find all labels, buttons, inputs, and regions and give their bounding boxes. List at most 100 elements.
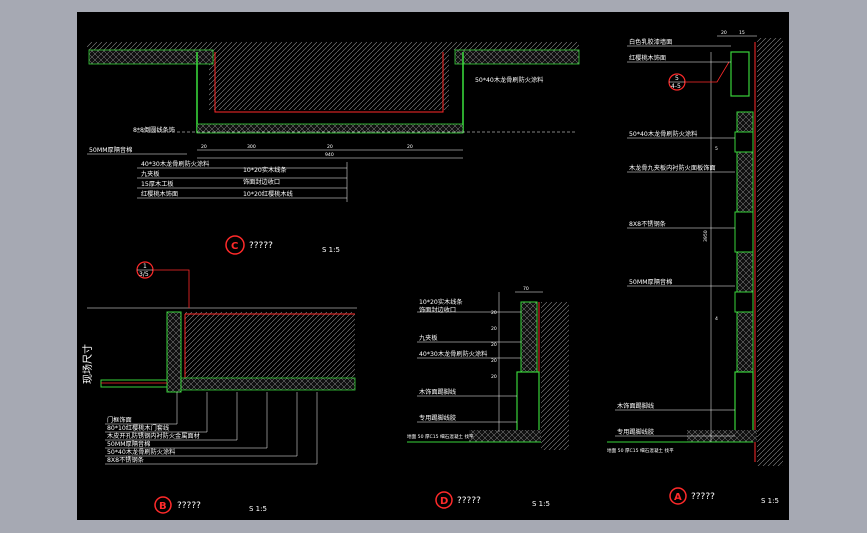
a-label-7: 专用踢脚线胶 [617, 428, 654, 436]
b-ref-leader [153, 269, 190, 308]
b-frame-post [166, 311, 182, 393]
b-marker-circle [154, 496, 172, 514]
b-label-5: 8X8不锈钢条 [107, 456, 144, 464]
c-board-right [454, 49, 580, 65]
a-label-6: 木饰面踢脚线 [617, 402, 654, 410]
detail-b: 现场尺寸 1 3/5 门框饰面 80*10红樱桃木门套线 木皮开孔防锈钢内衬防火… [81, 261, 357, 514]
a-ref-num: 5 [675, 75, 679, 82]
c-upper-wall [87, 42, 579, 50]
b-label-1: 80*10红樱桃木门套线 [107, 424, 169, 432]
c-left-label-3: 15厚木工板 [141, 180, 174, 188]
svg-text:20: 20 [491, 310, 497, 316]
a-label-2: 50*40木龙骨刷防火涂料 [629, 130, 697, 138]
a-marker-letter: A [674, 492, 682, 503]
c-board-left [88, 49, 214, 65]
a-leaders [615, 45, 735, 437]
d-floor-note: 地面 50 厚C15 细石混凝土 找平 [407, 433, 474, 440]
svg-text:20: 20 [327, 144, 333, 150]
cad-drawing: 50*40木龙骨刷防火涂料 8*8倒圆线条饰 20 300 20 20 940 … [81, 30, 783, 514]
a-label-5: 50MM厚隔音棉 [629, 278, 672, 286]
b-board [176, 377, 356, 391]
svg-text:3950: 3950 [703, 230, 709, 242]
c-label-mid: 8*8倒圆线条饰 [133, 126, 175, 134]
svg-text:15: 15 [739, 30, 745, 36]
d-scale: S 1:5 [532, 500, 550, 508]
svg-text:940: 940 [325, 152, 334, 158]
b-label-4: 50*40木龙骨刷防火涂料 [107, 448, 175, 456]
d-label-0: 10*20实木线条 [419, 298, 463, 306]
drawing-sheet: 50*40木龙骨刷防火涂料 8*8倒圆线条饰 20 300 20 20 940 … [77, 12, 789, 520]
a-marker-circle [669, 487, 687, 505]
c-left-label-4: 红樱桃木饰面 [141, 190, 178, 198]
svg-text:20: 20 [491, 374, 497, 380]
d-marker-circle [435, 491, 453, 509]
b-label-2: 木皮开孔防锈钢内衬防火金属面材 [107, 432, 200, 440]
b-wall-red [184, 313, 355, 382]
svg-text:70: 70 [523, 286, 529, 292]
d-wall-mass [541, 302, 569, 450]
a-top-trim [730, 51, 750, 97]
b-scale: S 1:5 [249, 505, 267, 513]
c-marker-circle [225, 235, 245, 255]
a-label-4: 8X8不锈钢条 [629, 220, 666, 228]
b-label-3: 50MM厚隔音棉 [107, 440, 150, 448]
d-label-2: 九夹板 [419, 334, 438, 342]
svg-text:20: 20 [201, 144, 207, 150]
detail-c: 50*40木龙骨刷防火涂料 8*8倒圆线条饰 20 300 20 20 940 … [87, 42, 580, 255]
detail-a: 20 15 3950 5 4 5 4-5 白色乳胶漆墙面 红樱桃木饰面 50*4… [607, 30, 783, 505]
c-left-label-2: 九夹板 [141, 170, 160, 178]
b-ref-num: 1 [143, 263, 147, 270]
svg-text:20: 20 [407, 144, 413, 150]
b-door-left [100, 379, 168, 388]
a-floor-note: 地面 50 厚C15 细石混凝土 找平 [607, 447, 674, 454]
d-label-5: 专用踢脚线胶 [419, 414, 456, 422]
detail-d: 70 20 20 20 20 20 10*20实木线条 饰面封边收口 九夹板 4… [407, 286, 569, 509]
a-label-0: 白色乳胶漆墙面 [629, 38, 672, 46]
d-title: ????? [457, 496, 481, 506]
svg-text:20: 20 [491, 358, 497, 364]
c-title: ????? [249, 241, 273, 251]
a-skirting [734, 371, 754, 435]
a-batten-3 [734, 291, 754, 313]
d-skirting [516, 371, 540, 435]
d-label-4: 木饰面踢脚线 [419, 388, 456, 396]
c-right-label-2: 10*20红樱桃木线 [243, 190, 293, 198]
a-ref-den: 4-5 [671, 83, 681, 90]
a-batten-2 [734, 211, 754, 253]
d-floor [469, 430, 541, 442]
a-label-1: 红樱桃木饰面 [629, 54, 666, 62]
svg-text:300: 300 [247, 144, 256, 150]
c-left-label-0: 50MM厚隔音棉 [89, 146, 132, 154]
c-label-tl: 50*40木龙骨刷防火涂料 [475, 76, 543, 84]
c-niche-bottom-band [196, 123, 464, 134]
a-wall-mass [757, 38, 783, 466]
b-leaders [105, 392, 318, 465]
c-niche-red [214, 52, 444, 113]
b-site-dim: 现场尺寸 [81, 344, 94, 384]
b-ref-den: 3/5 [139, 271, 149, 278]
b-label-0: 门框饰面 [107, 416, 132, 424]
d-label-3: 40*30木龙骨刷防火涂料 [419, 350, 487, 358]
c-wall-mass [209, 42, 449, 110]
d-label-1: 饰面封边收口 [419, 306, 456, 314]
c-left-label-1: 40*30木龙骨刷防火涂料 [141, 160, 209, 168]
a-ref-leader [685, 61, 730, 83]
c-right-label-1: 饰面封边收口 [243, 178, 280, 186]
b-wall-mass [185, 312, 355, 378]
a-title: ????? [691, 492, 715, 502]
b-title: ????? [177, 501, 201, 511]
c-leaders [87, 153, 348, 202]
d-leaders [417, 311, 521, 423]
a-scale: S 1:5 [761, 497, 779, 505]
svg-text:20: 20 [721, 30, 727, 36]
svg-text:20: 20 [491, 326, 497, 332]
c-scale: S 1:5 [322, 246, 340, 254]
c-marker-letter: C [231, 241, 238, 252]
a-label-3: 木龙骨九夹板内衬防火面板饰面 [629, 164, 716, 172]
svg-text:5: 5 [715, 146, 718, 152]
d-marker-letter: D [440, 496, 448, 507]
svg-text:20: 20 [491, 342, 497, 348]
b-marker-letter: B [159, 501, 167, 512]
svg-text:4: 4 [715, 316, 718, 322]
